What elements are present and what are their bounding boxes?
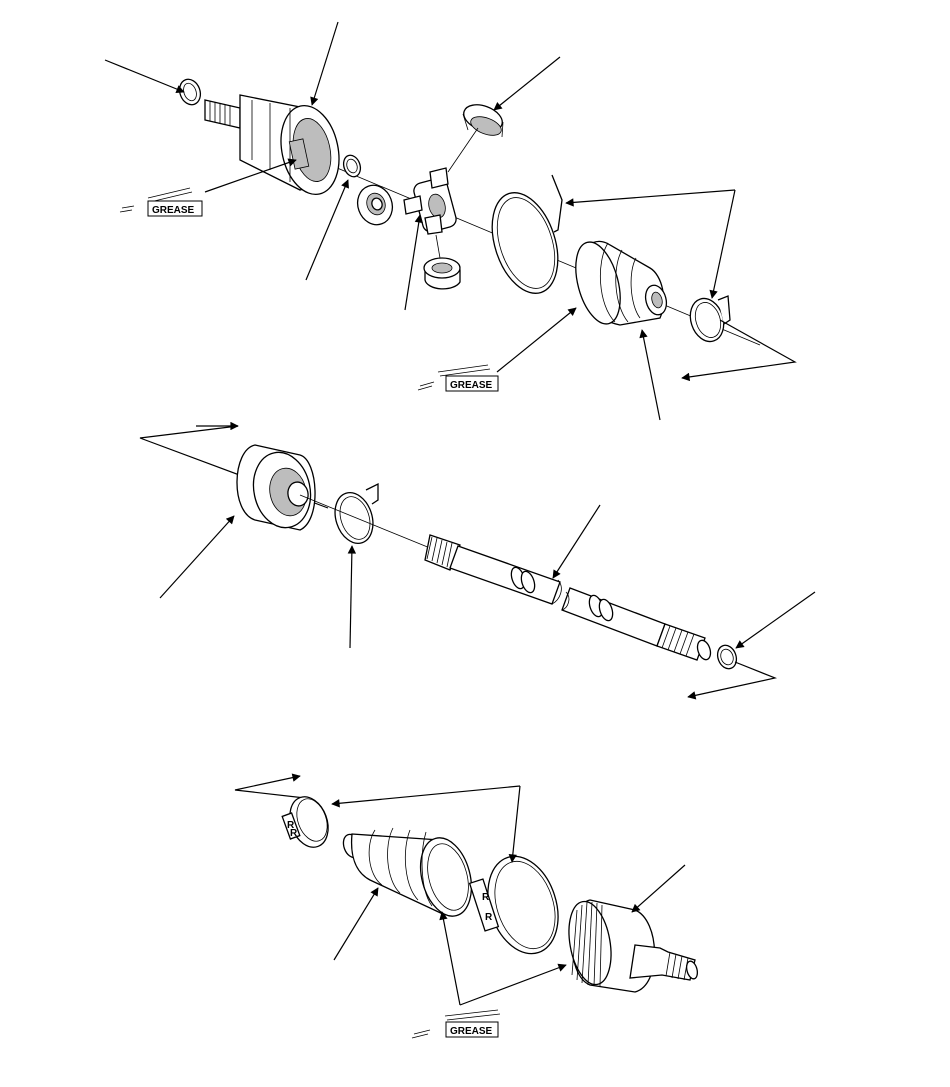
grease-tag-3: GREASE xyxy=(411,1009,501,1039)
leader-outboard-boot xyxy=(333,887,379,961)
roller-bottom xyxy=(423,257,461,290)
grease-label-2: GREASE xyxy=(450,380,493,391)
leader-roller-top xyxy=(493,56,561,111)
band-letter-2: R xyxy=(290,828,298,839)
boot-band-large-inboard xyxy=(491,174,563,294)
inboard-boot xyxy=(575,240,668,326)
grease-tag-2: GREASE xyxy=(417,364,499,392)
leader-set-ring xyxy=(735,591,816,649)
leader-band-small xyxy=(709,189,736,299)
leader-outboard-band-large xyxy=(508,785,521,863)
leader-grease-boot xyxy=(439,911,461,1006)
stop-ring xyxy=(342,154,362,178)
dynamic-damper xyxy=(236,444,316,531)
leader-band-large xyxy=(565,189,736,207)
leader-spider xyxy=(404,214,423,311)
roller-top xyxy=(462,104,504,138)
outboard-joint xyxy=(568,899,699,993)
spider xyxy=(403,167,457,235)
leader-housing xyxy=(310,21,339,106)
leader-boot xyxy=(639,329,661,421)
continuation-arrow-bottom xyxy=(687,661,778,700)
leader-damper-band xyxy=(347,545,357,649)
leader-driveshaft xyxy=(552,504,601,579)
boot-band-small-outboard: R R xyxy=(281,796,329,848)
leader-grease-joint xyxy=(459,963,567,1006)
boot-band-large-outboard: R R xyxy=(468,855,559,955)
axis-roller-bottom xyxy=(435,234,441,259)
leader-damper xyxy=(159,515,235,599)
continuation-arrow-top xyxy=(681,319,797,382)
damper-band xyxy=(334,482,379,544)
boot-band-small-inboard xyxy=(689,295,731,343)
outboard-boot xyxy=(342,827,473,917)
set-ring xyxy=(716,644,738,670)
leader-outboard-band-small xyxy=(331,785,521,808)
leader-boot-grease xyxy=(496,307,577,373)
grease-label-3: GREASE xyxy=(450,1026,493,1037)
roller-left xyxy=(356,184,394,226)
band-letter-4: R xyxy=(485,912,493,923)
band-letter-1: R xyxy=(287,820,295,831)
grease-label-1: GREASE xyxy=(152,205,195,216)
continuation-arrow-outboard xyxy=(234,773,306,799)
leader-housing-grease xyxy=(204,158,297,193)
leader-circlip xyxy=(104,59,185,94)
axis-line-middle xyxy=(299,494,431,549)
axis-roller-top xyxy=(447,127,479,173)
grease-tag-1: GREASE xyxy=(119,187,203,217)
band-letter-3: R xyxy=(482,892,490,903)
driveshaft xyxy=(424,534,712,661)
leader-outboard-joint xyxy=(631,864,686,913)
circlip-outer-shaft xyxy=(178,78,202,106)
leader-stop-ring xyxy=(305,179,349,281)
